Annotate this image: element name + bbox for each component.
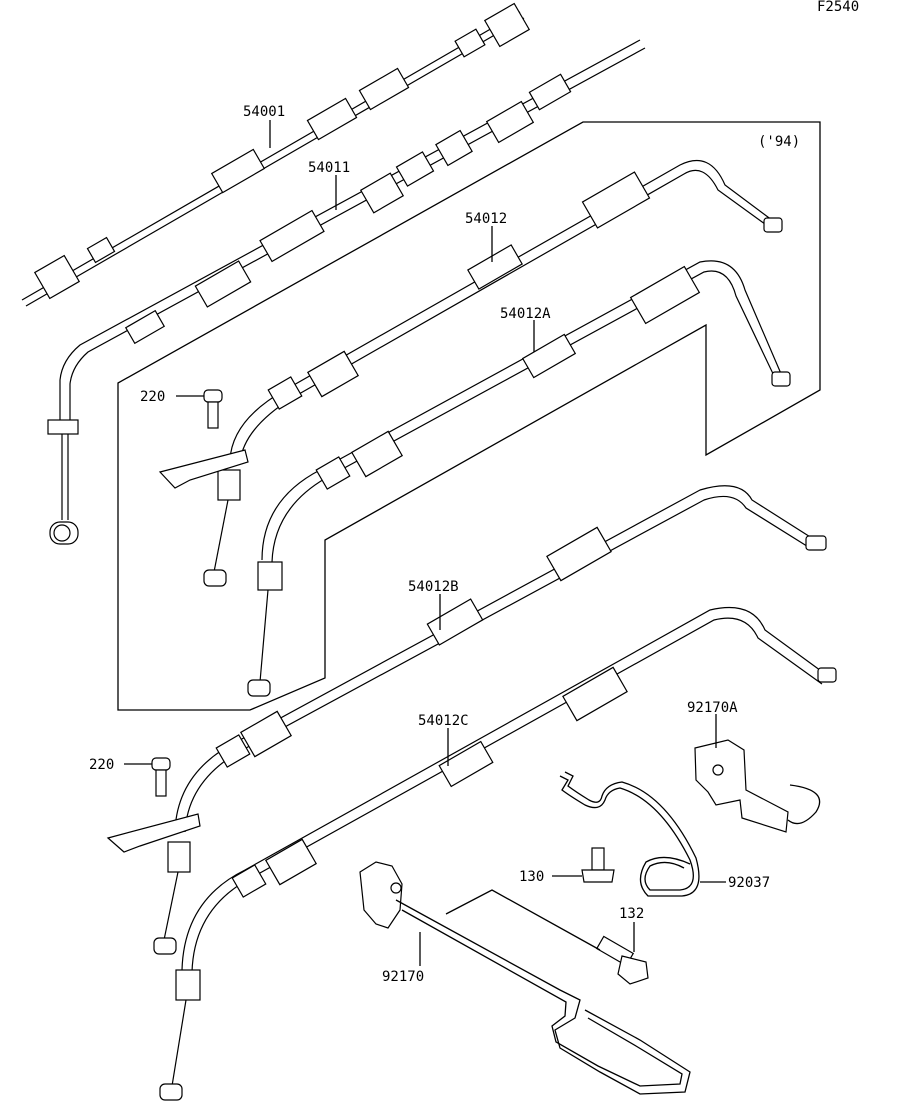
cable-54012A (247, 260, 791, 697)
label-92037: 92037 (728, 875, 770, 891)
cable-54012 (158, 159, 783, 587)
bolt-220-top (203, 389, 223, 429)
cable-54011 (47, 39, 646, 545)
figure-code: F2540 (817, 0, 859, 15)
label-54011: 54011 (308, 160, 350, 176)
label-92170: 92170 (382, 969, 424, 985)
cable-54001 (21, 2, 531, 307)
label-54012: 54012 (465, 211, 507, 227)
label-54012C: 54012C (418, 713, 469, 729)
label-220-bottom: 220 (89, 757, 114, 773)
label-54012B: 54012B (408, 579, 459, 595)
clip-92037 (559, 771, 700, 897)
label-54001: 54001 (243, 104, 285, 120)
cable-54012B (106, 485, 827, 955)
year-note: ('94) (758, 134, 800, 150)
label-130: 130 (519, 869, 544, 885)
bracket-92170 (359, 861, 691, 1095)
bracket-92170A (694, 739, 821, 833)
bolt-132 (595, 935, 649, 985)
cable-54012C (159, 606, 837, 1101)
region-94-outline (117, 121, 821, 711)
bolt-220-bottom (151, 757, 171, 797)
leader-lines (124, 120, 726, 966)
label-220-top: 220 (140, 389, 165, 405)
label-54012A: 54012A (500, 306, 551, 322)
label-132: 132 (619, 906, 644, 922)
label-92170A: 92170A (687, 700, 738, 716)
bolt-130 (581, 847, 615, 883)
